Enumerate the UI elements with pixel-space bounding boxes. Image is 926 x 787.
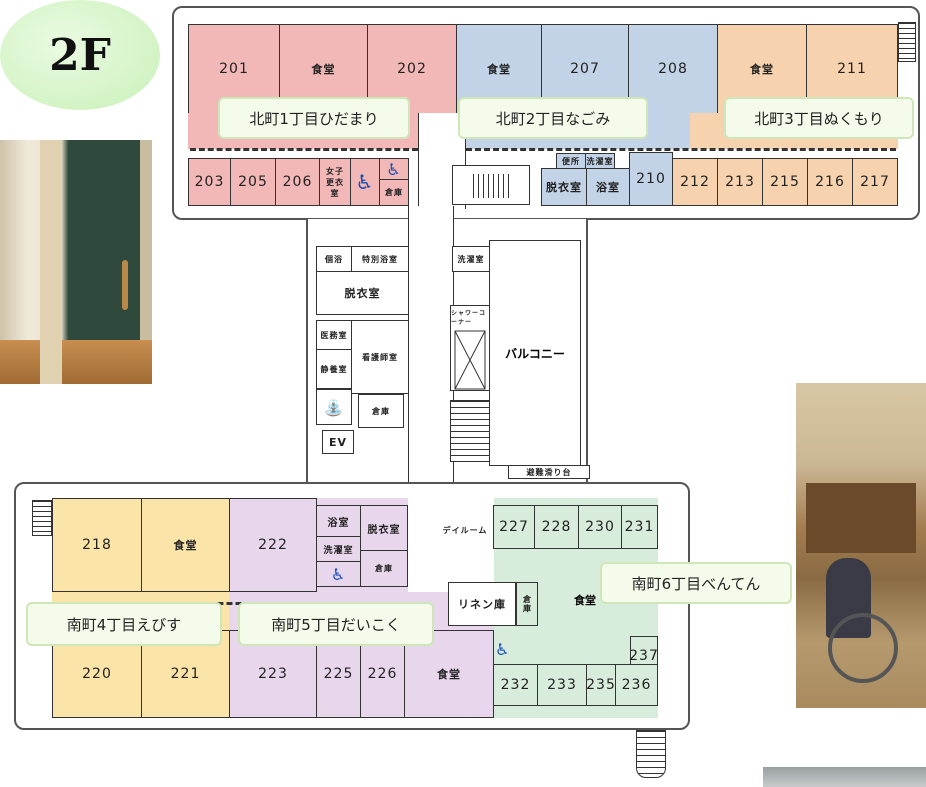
evacuation-slide: 避難滑り台	[508, 465, 590, 479]
room-232: 232	[493, 664, 538, 706]
north-corridor-dash-left	[190, 148, 418, 151]
unit-label-south-4: 南町4丁目えびす	[26, 602, 222, 646]
accessible-toilet-south-6: ♿	[495, 640, 515, 660]
changing-room-south: 脱衣室	[360, 505, 408, 551]
shower-corner: シャワーコーナー	[450, 305, 490, 391]
room-213: 213	[717, 158, 763, 206]
room-233: 233	[537, 664, 587, 706]
room-227: 227	[493, 505, 535, 549]
toilet-north: 便所	[556, 153, 586, 169]
unit-label-south-6: 南町6丁目べんてん	[600, 562, 792, 604]
storage-north: 倉庫	[379, 179, 409, 206]
dining-photo	[796, 383, 926, 708]
emergency-stairs-southwest	[32, 500, 52, 536]
laundry-center: 洗濯室	[452, 246, 490, 272]
room-203: 203	[188, 158, 231, 206]
room-210: 210	[629, 152, 673, 206]
emergency-stairs-south	[636, 730, 666, 778]
ceiling-photo	[763, 767, 926, 787]
day-room: デイルーム	[442, 525, 488, 535]
room-206: 206	[275, 158, 320, 206]
room-235: 235	[586, 664, 616, 706]
room-216: 216	[807, 158, 853, 206]
womens-changing-room: 女子更衣室	[319, 158, 351, 206]
storage-south-6: 倉庫	[516, 582, 538, 626]
room-217: 217	[852, 158, 898, 206]
stairwell-center	[450, 400, 490, 462]
south-corridor-dash	[54, 602, 414, 605]
medical-room: 医務室	[316, 320, 352, 350]
room-228: 228	[534, 505, 579, 549]
room-205: 205	[230, 158, 276, 206]
private-bath: 個浴	[316, 246, 352, 272]
unit-label-north-2: 北町2丁目なごみ	[458, 97, 648, 139]
room-218: 218	[52, 498, 142, 592]
corridor-photo	[0, 140, 152, 384]
north-corridor-dash-right	[466, 148, 896, 151]
storage-south-5: 倉庫	[360, 550, 408, 587]
room-230: 230	[578, 505, 622, 549]
linen-room: リネン庫	[448, 582, 516, 626]
stairwell-north	[452, 165, 530, 205]
dining-room-south-6: 食堂	[574, 594, 596, 607]
south-corridor-white	[408, 492, 494, 592]
wheelchair-icon: ♿	[355, 170, 375, 194]
wheelchair-icon: ♿	[495, 640, 510, 659]
room-212: 212	[672, 158, 718, 206]
bath-north: 浴室	[586, 168, 630, 206]
changing-room-north: 脱衣室	[541, 168, 587, 206]
floor-badge-text: 2F	[49, 29, 111, 81]
room-231: 231	[621, 505, 658, 549]
sink-center: ⛲	[316, 389, 352, 425]
laundry-north: 洗濯室	[585, 153, 615, 169]
changing-room-center: 脱衣室	[316, 271, 409, 315]
accessible-toilet-1: ♿	[350, 158, 380, 206]
balcony: バルコニー	[489, 240, 581, 466]
sink-icon: ⛲	[323, 397, 345, 417]
shower-cross-icon	[454, 330, 486, 390]
wheelchair-icon: ♿	[330, 564, 347, 584]
laundry-south: 洗濯室	[316, 536, 361, 562]
room-236: 236	[615, 664, 658, 706]
unit-label-north-1: 北町1丁目ひだまり	[218, 97, 410, 139]
elevator: EV	[322, 430, 354, 454]
central-corridor	[408, 206, 454, 496]
accessible-toilet-south-5: ♿	[316, 561, 361, 587]
room-222: 222	[229, 498, 317, 592]
floor-badge: 2F	[0, 0, 160, 110]
wheelchair-icon: ♿	[386, 159, 402, 179]
storage-center: 倉庫	[358, 394, 404, 428]
accessible-toilet-2: ♿	[379, 158, 409, 180]
unit-label-south-5: 南町5丁目だいこく	[238, 602, 434, 646]
rest-room: 静養室	[316, 349, 352, 389]
unit-label-north-3: 北町3丁目ぬくもり	[724, 97, 914, 139]
nurse-station: 看護師室	[351, 320, 409, 394]
dining-room-south-4: 食堂	[141, 498, 230, 592]
room-215: 215	[762, 158, 808, 206]
special-bath: 特別浴室	[351, 246, 409, 272]
emergency-stairs-north	[898, 22, 916, 62]
bath-south: 浴室	[316, 505, 361, 537]
